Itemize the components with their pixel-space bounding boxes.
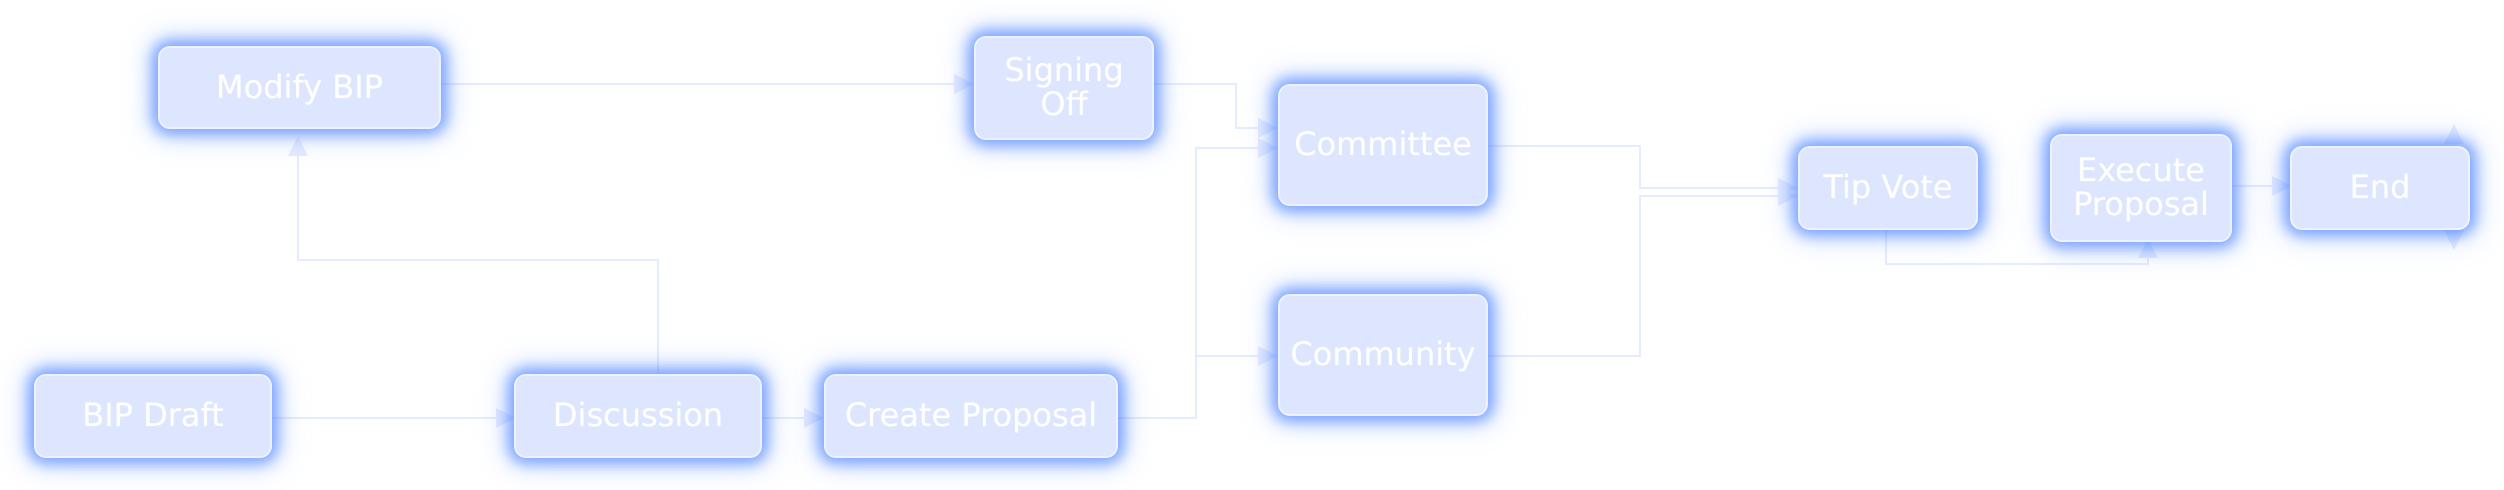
node-label-create-proposal: Create Proposal	[844, 396, 1098, 435]
node-bip-draft[interactable]: BIP Draft	[34, 374, 272, 458]
node-signing-off[interactable]: Signing Off	[974, 36, 1154, 140]
node-modify-bip[interactable]: Modify BIP	[158, 46, 441, 129]
node-label-community: Community	[1290, 335, 1476, 374]
node-committee[interactable]: Committee	[1278, 84, 1488, 206]
node-discussion[interactable]: Discussion	[514, 374, 762, 458]
node-label-end: End	[2349, 168, 2411, 207]
edge-tip-vote-to-execute-proposal	[1885, 230, 2158, 265]
node-tip-vote[interactable]: Tip Vote	[1798, 146, 1978, 230]
edge-committee-to-tip-vote	[1488, 145, 1798, 198]
node-label-committee: Committee	[1294, 125, 1472, 164]
node-execute-proposal[interactable]: Execute Proposal	[2050, 134, 2232, 242]
edge-discussion-to-modify-bip	[288, 136, 659, 374]
node-label-execute-proposal: Execute Proposal	[2073, 151, 2209, 223]
node-create-proposal[interactable]: Create Proposal	[824, 374, 1118, 458]
edge-community-to-tip-vote	[1488, 186, 1798, 357]
edge-create-proposal-to-community	[1118, 346, 1278, 419]
node-label-bip-draft: BIP Draft	[82, 396, 224, 435]
node-label-modify-bip: Modify BIP	[216, 67, 383, 106]
edge-signing-off-to-committee	[1154, 83, 1278, 138]
node-community[interactable]: Community	[1278, 294, 1488, 416]
node-label-discussion: Discussion	[552, 396, 724, 435]
node-label-signing-off: Signing Off	[1004, 51, 1124, 123]
node-label-tip-vote: Tip Vote	[1823, 168, 1953, 207]
node-end[interactable]: End	[2290, 146, 2470, 230]
